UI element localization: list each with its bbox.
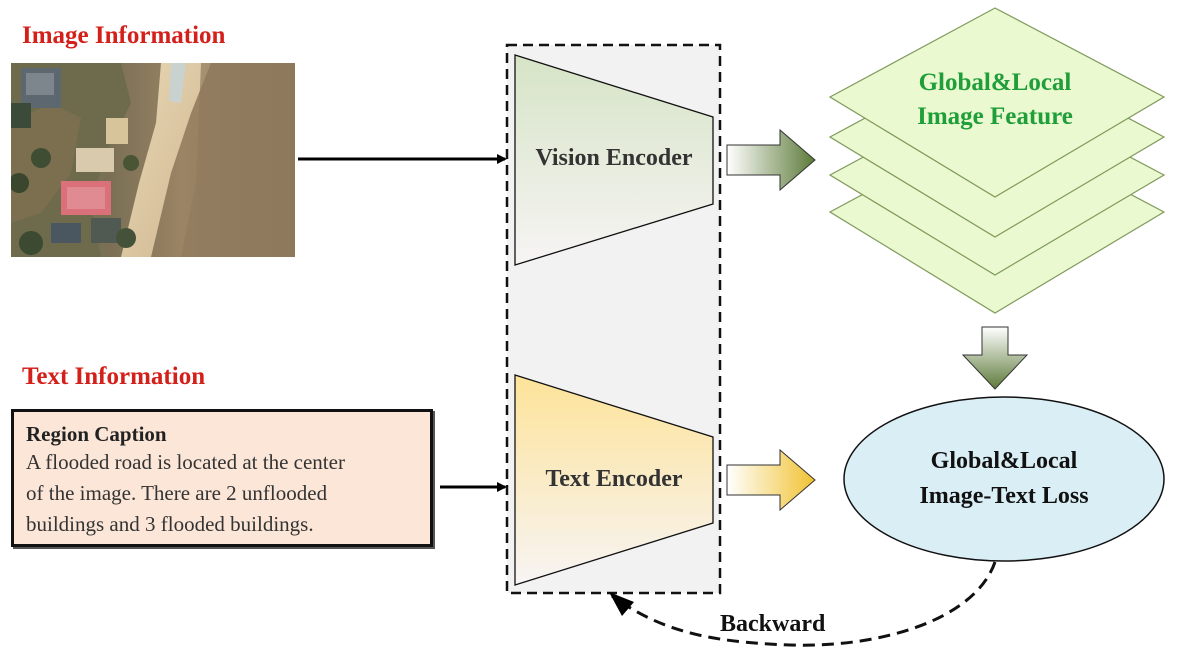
backward-arrowhead	[609, 592, 634, 616]
aerial-image	[11, 63, 295, 257]
text-information-label: Text Information	[22, 363, 206, 390]
feature-to-loss-arrow	[961, 326, 1029, 390]
loss-label: Global&Local Image-Text Loss	[874, 444, 1134, 514]
vision-output-arrow	[726, 128, 816, 192]
feature-layer	[828, 7, 1166, 198]
backward-curve	[611, 561, 997, 647]
vision-encoder-block	[514, 54, 714, 266]
text-encoder-block	[514, 374, 714, 586]
loss-label-line: Global&Local	[930, 448, 1078, 474]
region-caption-title: Region Caption	[26, 422, 167, 446]
region-caption-line: buildings and 3 flooded buildings.	[26, 512, 314, 536]
vision-encoder-label: Vision Encoder	[535, 145, 693, 171]
backward-label: Backward	[720, 611, 826, 637]
feature-label: Global&Local Image Feature	[880, 66, 1110, 134]
text-output-arrow	[726, 448, 816, 512]
region-caption-box: Region Caption A flooded road is located…	[11, 409, 433, 547]
image-information-label: Image Information	[22, 22, 226, 49]
feature-label-line: Image Feature	[917, 103, 1073, 130]
loss-label-line: Image-Text Loss	[919, 483, 1089, 509]
feature-label-line: Global&Local	[918, 69, 1072, 96]
region-caption-line: of the image. There are 2 unflooded	[26, 481, 328, 505]
text-encoder-label: Text Encoder	[545, 466, 683, 492]
loss-ellipse	[843, 396, 1165, 562]
region-caption-line: A flooded road is located at the center	[26, 450, 345, 474]
